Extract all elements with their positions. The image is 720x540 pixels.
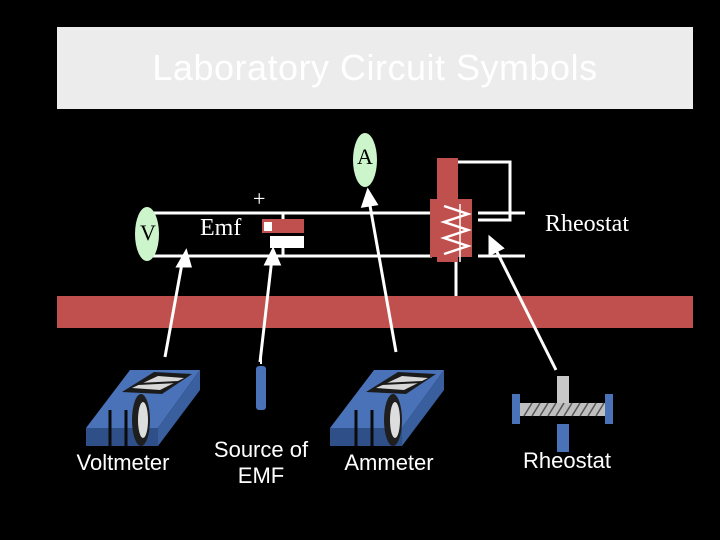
voltmeter-symbol-letter: V <box>140 220 156 245</box>
ammeter-symbol <box>353 133 377 187</box>
voltmeter-device-icon <box>86 370 200 446</box>
red-band <box>57 296 693 328</box>
ammeter-symbol-letter: A <box>357 144 373 169</box>
rheostat-device-icon <box>512 376 613 452</box>
emf-battery-symbol <box>262 219 304 248</box>
emf-source-label-line1: Source of <box>213 437 309 462</box>
voltmeter-symbol <box>135 207 159 261</box>
rheostat-symbol <box>430 158 472 262</box>
page-title: Laboratory Circuit Symbols <box>152 47 598 88</box>
pointer-arrows <box>163 187 558 371</box>
rheostat-device-label: Rheostat <box>522 448 612 473</box>
rheostat-symbol-label: Rheostat <box>545 211 629 237</box>
emf-symbol-label: Emf <box>200 215 242 241</box>
emf-source-label: Source of EMF <box>200 437 322 490</box>
title-bar: Laboratory Circuit Symbols <box>57 27 693 109</box>
emf-plus-sign: + <box>253 186 266 211</box>
ammeter-label: Ammeter <box>344 450 434 475</box>
voltmeter-label: Voltmeter <box>76 450 170 475</box>
ammeter-device-icon <box>330 370 444 446</box>
emf-source-device-icon <box>256 354 266 410</box>
emf-source-label-line2: EMF <box>237 463 285 489</box>
